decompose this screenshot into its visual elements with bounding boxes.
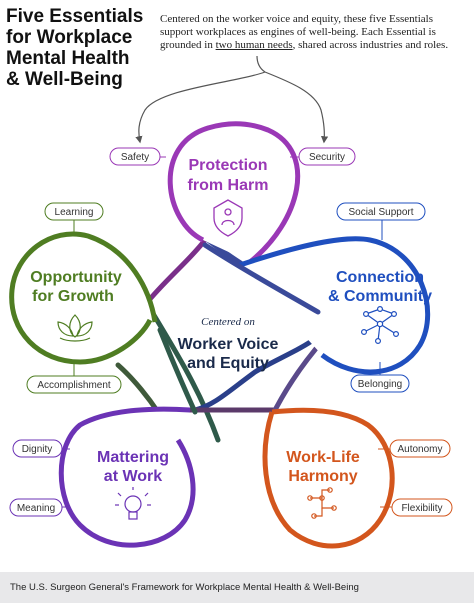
network-node xyxy=(376,320,384,328)
need-label-accomplishment: Accomplishment xyxy=(37,380,111,391)
network-node xyxy=(391,311,398,318)
need-label-dignity: Dignity xyxy=(22,444,53,455)
title-line: & Well-Being xyxy=(6,69,123,90)
need-label-belonging: Belonging xyxy=(358,379,402,390)
ribbon-opportunity-to-mattering xyxy=(115,362,161,415)
loop-outline-opportunity xyxy=(9,231,158,365)
shield-outline xyxy=(213,199,243,237)
need-label-social-support: Social Support xyxy=(348,207,413,218)
footer-bar: The U.S. Surgeon General's Framework for… xyxy=(0,572,474,603)
need-label-security: Security xyxy=(309,152,345,163)
title-line: for Workplace xyxy=(6,27,133,48)
need-pill-social-support xyxy=(336,202,426,221)
circuit-trace xyxy=(310,497,334,509)
essential-title-worklife: Harmony xyxy=(288,468,357,485)
circuit-node xyxy=(331,505,337,511)
need-pill-dignity xyxy=(12,439,63,458)
need-pill-security xyxy=(298,147,356,166)
center-label-small: Centered on xyxy=(201,316,255,328)
lotus-petal xyxy=(57,321,74,337)
essential-title-protection: from Harm xyxy=(188,177,269,194)
need-pill-belonging xyxy=(350,374,410,393)
need-pill-flexibility xyxy=(391,498,453,517)
intro-text-end: , shared across industries and roles. xyxy=(292,39,449,51)
network-node xyxy=(377,306,384,313)
bracket-arrow-left xyxy=(135,71,266,144)
loop-opportunity xyxy=(9,231,158,365)
need-pill-accomplishment xyxy=(26,375,122,394)
essential-title-opportunity: Opportunity xyxy=(30,269,122,286)
person-body xyxy=(221,219,235,226)
person-head xyxy=(224,208,232,216)
need-pill-autonomy xyxy=(389,439,451,458)
needs-bracket-arrows xyxy=(135,55,329,144)
network-node xyxy=(393,331,400,338)
lotus-petal xyxy=(76,321,93,337)
lotus-petal xyxy=(69,314,81,338)
footer-text: The U.S. Surgeon General's Framework for… xyxy=(10,582,359,593)
need-label-learning: Learning xyxy=(55,207,94,218)
need-label-meaning: Meaning xyxy=(17,503,55,514)
essential-title-worklife: Work-Life xyxy=(286,449,360,466)
need-pill-safety xyxy=(109,147,161,166)
loop-outline-connection xyxy=(239,236,431,375)
circuit-node xyxy=(307,495,313,501)
ribbon-protection-to-opportunity xyxy=(142,237,208,308)
circuit-icon xyxy=(307,487,337,519)
essential-title-protection: Protection xyxy=(188,157,267,174)
center-label: Worker Voice xyxy=(178,336,279,353)
need-label-flexibility: Flexibility xyxy=(401,503,442,514)
page-title: Five Essentials for Workplace Mental Hea… xyxy=(6,6,156,90)
bulb-ray xyxy=(144,492,149,497)
shield-person-icon xyxy=(213,199,243,237)
intro-text-underlined: two human needs xyxy=(215,39,293,51)
title-line: Five Essentials xyxy=(6,6,144,27)
lotus-icon xyxy=(57,314,93,342)
knot-overcrossings xyxy=(157,242,321,415)
bracket-stem xyxy=(256,55,266,73)
overcrossing-center-left xyxy=(157,327,198,415)
lotus-base xyxy=(59,337,91,342)
loop-protection xyxy=(167,121,301,264)
essential-title-mattering: Mattering xyxy=(97,449,169,466)
loop-worklife xyxy=(262,407,395,549)
essential-title-connection: & Community xyxy=(328,288,432,305)
center-label: and Equity xyxy=(187,355,269,372)
intro-text-start: Centered on the worker voice and equity,… xyxy=(160,13,436,51)
circuit-node xyxy=(311,513,317,519)
pill-connectors xyxy=(62,156,392,508)
intro-text: Centered on the worker voice and equity,… xyxy=(160,13,468,52)
bracket-arrow-right xyxy=(264,71,329,144)
network-node xyxy=(363,311,370,318)
circuit-node xyxy=(319,495,325,501)
need-label-autonomy: Autonomy xyxy=(397,444,442,455)
essential-title-opportunity: for Growth xyxy=(32,288,114,305)
network-node xyxy=(361,329,368,336)
title-line: Mental Health xyxy=(6,48,130,69)
need-pill-meaning xyxy=(9,498,63,517)
lightbulb-icon xyxy=(115,487,151,520)
bulb-base xyxy=(128,511,138,520)
need-label-safety: Safety xyxy=(121,152,149,163)
loop-outline-mattering xyxy=(58,406,196,548)
network-icon xyxy=(361,306,400,345)
need-pill-learning xyxy=(44,202,104,221)
network-node xyxy=(375,338,382,345)
loop-connection xyxy=(239,236,431,375)
loop-mattering xyxy=(58,406,196,548)
essential-title-connection: Connection xyxy=(336,269,424,286)
ribbon-connection-to-mattering xyxy=(192,335,319,413)
loop-outline-protection xyxy=(167,121,301,264)
bulb-ray xyxy=(117,492,122,497)
overcrossing-center-right xyxy=(202,242,321,315)
loop-outline-worklife xyxy=(262,407,395,549)
essential-title-mattering: at Work xyxy=(104,468,162,485)
circuit-node xyxy=(327,487,333,493)
